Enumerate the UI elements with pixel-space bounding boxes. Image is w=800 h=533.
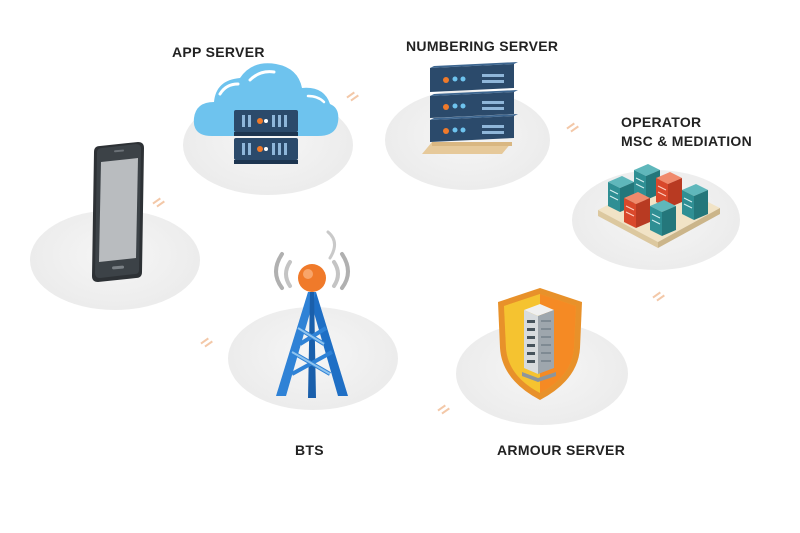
server-rack-icon (422, 62, 518, 154)
cell-tower-icon (274, 230, 350, 398)
bts-label: BTS (295, 442, 324, 458)
numbering-server-label: NUMBERING SERVER (406, 38, 559, 54)
operator-label: OPERATOR MSC & MEDIATION (621, 113, 752, 151)
connector-tick (566, 123, 580, 131)
data-center-icon (598, 164, 720, 248)
operator-label-line2: MSC & MEDIATION (621, 133, 753, 149)
connector-tick (652, 292, 666, 300)
cloud-server-icon (193, 63, 339, 164)
connector-tick (200, 338, 214, 346)
app-server-label: APP SERVER (172, 44, 265, 60)
connector-tick (152, 198, 166, 206)
connector-tick (346, 92, 360, 100)
operator-label-line1: OPERATOR (621, 114, 702, 130)
armour-server-label: ARMOUR SERVER (497, 442, 626, 458)
shield-server-icon (498, 288, 582, 400)
connector-tick (437, 405, 451, 413)
smartphone-icon (92, 142, 144, 282)
